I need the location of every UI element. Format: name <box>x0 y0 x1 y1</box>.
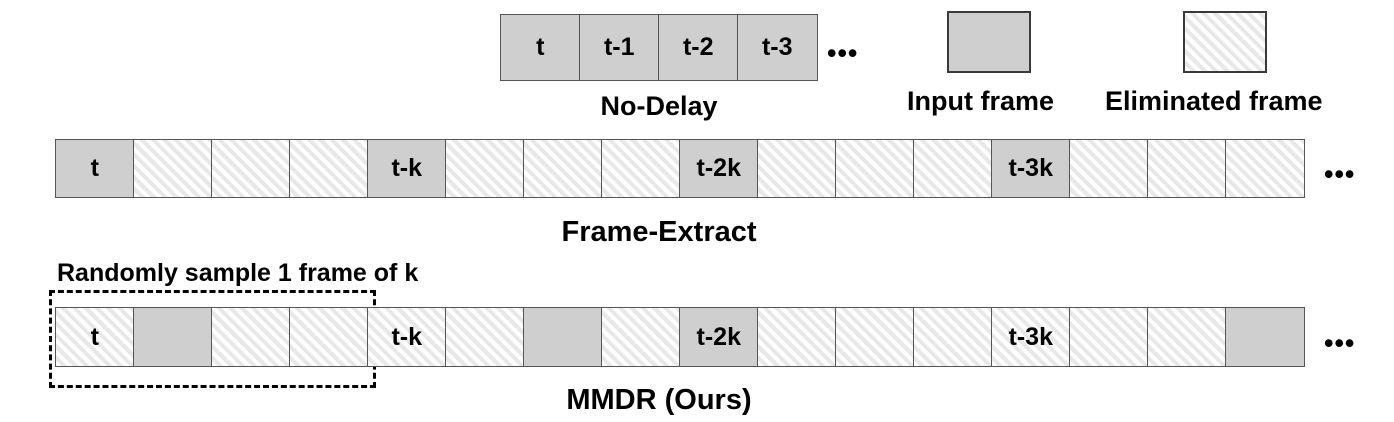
legend-input-swatch <box>947 11 1031 73</box>
frame-cell <box>523 307 603 367</box>
legend-eliminated-swatch <box>1183 11 1267 73</box>
frame-cell <box>211 139 291 198</box>
frame-cell <box>1147 307 1227 367</box>
frame-cell: t-3k <box>991 139 1071 198</box>
frame-cell-label: t-1 <box>603 33 635 61</box>
frame-cell: t-k <box>367 307 447 367</box>
legend-eliminated-label: Eliminated frame <box>1105 86 1323 116</box>
mmdr-caption: MMDR (Ours) <box>566 384 752 416</box>
frame-cell <box>913 139 993 198</box>
frame-cell: t-2 <box>658 14 739 81</box>
frame-cell <box>913 307 993 367</box>
frame-cell <box>601 139 681 198</box>
frame-cell <box>1069 139 1149 198</box>
frame-cell-label: t-3k <box>1008 154 1053 182</box>
frame-cell <box>601 307 681 367</box>
frame-cell <box>523 139 603 198</box>
frame-cell <box>445 307 525 367</box>
legend-input-label: Input frame <box>907 86 1055 116</box>
mmdr-frame-strip: t t-k t-2k t-3k <box>55 307 1305 367</box>
frame-cell-label: t-3 <box>761 33 793 61</box>
frame-cell: t <box>55 139 135 198</box>
frame-cell <box>211 307 291 367</box>
no-delay-caption: No-Delay <box>600 91 718 121</box>
frame-cell <box>1225 139 1305 198</box>
frame-cell <box>757 307 837 367</box>
frame-cell <box>289 139 369 198</box>
frame-cell-label: t <box>536 33 545 61</box>
frame-cell-label: t-k <box>391 322 423 351</box>
frame-cell <box>835 307 915 367</box>
frame-cell-label: t-3k <box>1008 322 1053 351</box>
frame-cell: t-1 <box>579 14 660 81</box>
frame-cell: t-3k <box>991 307 1071 367</box>
frame-cell-label: t-2 <box>682 33 714 61</box>
frame-cell <box>757 139 837 198</box>
frame-cell: t <box>500 14 581 81</box>
frame-cell-label: t-2k <box>696 322 741 351</box>
frame-cell-label: t <box>90 154 99 182</box>
frame-cell: t-3 <box>737 14 818 81</box>
frame-cell <box>1069 307 1149 367</box>
frame-cell: t <box>55 307 135 367</box>
frame-cell <box>289 307 369 367</box>
frame-cell-label: t-k <box>391 154 423 182</box>
frame-cell <box>133 139 213 198</box>
frame-cell <box>1225 307 1305 367</box>
no-delay-frame-strip: t t-1 t-2 t-3 <box>500 14 818 81</box>
frame-extract-caption: Frame-Extract <box>561 216 757 248</box>
frame-cell: t-2k <box>679 307 759 367</box>
frame-cell <box>835 139 915 198</box>
frame-cell <box>1147 139 1227 198</box>
frame-cell <box>445 139 525 198</box>
frame-cell: t-k <box>367 139 447 198</box>
frame-cell <box>133 307 213 367</box>
no-delay-ellipsis: ••• <box>827 38 859 68</box>
mmdr-ellipsis: ••• <box>1324 328 1356 358</box>
frame-extract-frame-strip: t t-k t-2k t-3k <box>55 139 1305 198</box>
frame-cell: t-2k <box>679 139 759 198</box>
frame-extract-ellipsis: ••• <box>1324 159 1356 189</box>
mmdr-sampling-annotation: Randomly sample 1 frame of k <box>57 259 419 287</box>
frame-cell-label: t-2k <box>696 154 741 182</box>
frame-cell-label: t <box>90 322 99 351</box>
